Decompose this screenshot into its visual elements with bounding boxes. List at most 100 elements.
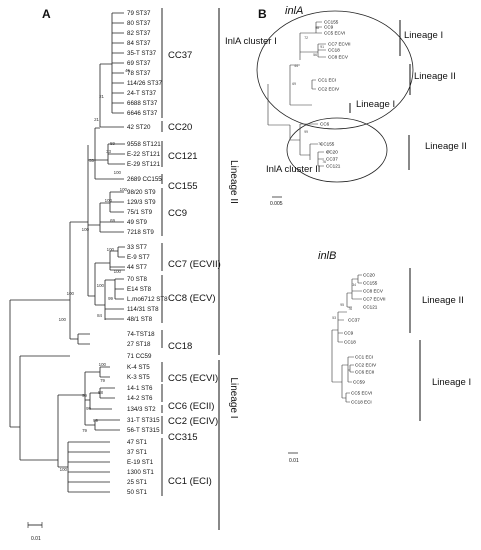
- panel-a-scale-label: 0.01: [31, 536, 41, 542]
- clade-label: CC9: [168, 208, 187, 219]
- inlb-lineage-i-label: Lineage I: [432, 377, 471, 388]
- panel-a-label: A: [42, 7, 51, 21]
- leaf-label: E14 ST8: [127, 286, 152, 293]
- leaf-label: 6646 ST37: [127, 110, 158, 117]
- clade-label: CC315: [168, 432, 198, 443]
- leaf-label: CC20: [363, 273, 375, 278]
- leaf-label: 6688 ST37: [127, 100, 158, 107]
- inla-cluster-i-label: InlA cluster I: [225, 36, 277, 47]
- leaf-label: CC8 ECV: [328, 55, 349, 60]
- panel-a-tree-branches: [9, 12, 125, 493]
- leaf-label: 78 ST37: [127, 70, 151, 77]
- leaf-label: 74-TST18: [127, 331, 155, 338]
- bootstrap-value: 99: [304, 130, 308, 134]
- leaf-label: CC9: [344, 331, 354, 336]
- leaf-label: CC155: [324, 20, 339, 25]
- bootstrap-value: 45: [125, 68, 130, 73]
- clade-label: CC18: [168, 341, 192, 352]
- leaf-label: K-3 ST5: [127, 374, 150, 381]
- panel-a: A 79 ST37 80 ST37 82 ST37 84 ST37 35-T ST37 6…: [9, 7, 239, 542]
- leaf-label: 82 ST37: [127, 30, 151, 37]
- leaf-label: 27 ST18: [127, 341, 151, 348]
- bootstrap-value: 33: [106, 149, 111, 154]
- leaf-label: 79 ST37: [127, 10, 151, 17]
- inla-cluster-i-ellipse: [256, 10, 414, 130]
- lineage-i-label: Lineage I: [228, 377, 239, 418]
- leaf-label: 35-T ST37: [127, 50, 157, 57]
- leaf-label: 48/1 ST8: [127, 316, 153, 323]
- leaf-label: CC7 ECVII: [363, 297, 385, 302]
- leaf-label: 25 ST1: [127, 479, 148, 486]
- leaf-label: 47 ST1: [127, 439, 148, 446]
- inla-scale-label: 0.005: [270, 201, 283, 207]
- leaf-label: CC1 ECI: [355, 355, 373, 360]
- bootstrap-value: 100: [97, 283, 105, 288]
- clade-label: CC7 (ECVII): [168, 259, 221, 270]
- leaf-label: 33 ST7: [127, 244, 148, 251]
- leaf-label: 7218 ST9: [127, 229, 154, 236]
- bootstrap-value: 100: [60, 467, 68, 472]
- bootstrap-value: 99: [93, 418, 98, 423]
- leaf-label: CC59: [353, 380, 365, 385]
- leaf-label: CC20: [326, 150, 338, 155]
- leaf-label: CC121: [326, 164, 341, 169]
- leaf-label: 80 ST37: [127, 20, 151, 27]
- bootstrap-value: 79: [82, 428, 87, 433]
- bootstrap-value: 84: [97, 313, 102, 318]
- leaf-label: 49 ST9: [127, 219, 148, 226]
- bootstrap-value: 98: [315, 26, 319, 30]
- leaf-label: 75/1 ST9: [127, 209, 153, 216]
- bootstrap-value: 100: [114, 269, 122, 274]
- bootstrap-value: 91: [320, 45, 324, 49]
- leaf-label: 129/3 ST9: [127, 199, 156, 206]
- bootstrap-value: 72: [304, 36, 308, 40]
- bootstrap-value: 76: [348, 307, 352, 311]
- inla-cluster-ii-ellipse: [286, 117, 388, 183]
- leaf-label: 84 ST37: [127, 40, 151, 47]
- bootstrap-value: 56: [313, 53, 317, 57]
- clade-label: CC121: [168, 151, 198, 162]
- leaf-label: 98/20 ST9: [127, 189, 156, 196]
- bootstrap-value: 69: [110, 218, 115, 223]
- inla-cluster-ii-label: InlA cluster II: [266, 164, 320, 175]
- leaf-label: 24-T ST37: [127, 90, 157, 97]
- leaf-label: CC5 ECVI: [324, 31, 345, 36]
- leaf-label: 1300 ST1: [127, 469, 154, 476]
- bootstrap-value: 100: [107, 247, 115, 252]
- panel-a-leaf-labels: 79 ST37 80 ST37 82 ST37 84 ST37 35-T ST37 69 …: [127, 10, 168, 496]
- inlb-lineage-ii-label: Lineage II: [422, 295, 464, 306]
- panel-b: B inlA InlA cluster I InlA cluster II CC…: [225, 5, 471, 464]
- clade-label: CC6 (ECII): [168, 401, 214, 412]
- leaf-label: E-29 ST121: [127, 161, 161, 168]
- leaf-label: CC5 ECVI: [351, 391, 372, 396]
- leaf-label: 9558 ST121: [127, 141, 161, 148]
- bootstrap-value: 99: [108, 296, 113, 301]
- bootstrap-value: 34: [352, 283, 356, 287]
- leaf-label: 134/3 ST2: [127, 406, 156, 413]
- leaf-label: 50 ST1: [127, 489, 148, 496]
- bootstrap-value: 55: [89, 158, 94, 163]
- leaf-label: CC2 ECIV: [355, 363, 377, 368]
- clade-label: CC2 (ECIV): [168, 416, 218, 427]
- leaf-label: 14-1 ST6: [127, 385, 153, 392]
- leaf-label: E-22 ST121: [127, 151, 161, 158]
- inlb-title: inlB: [318, 250, 336, 262]
- leaf-label: 42 ST20: [127, 124, 151, 131]
- clade-label: CC37: [168, 50, 192, 61]
- leaf-label: 2689 CC155: [127, 176, 162, 183]
- bootstrap-value: 44: [294, 64, 298, 68]
- leaf-label: 70 ST8: [127, 276, 148, 283]
- leaf-label: 69 ST37: [127, 60, 151, 67]
- inla-lineage-label-4: Lineage II: [425, 141, 467, 152]
- inla-lineage-label-3: Lineage I: [356, 99, 395, 110]
- leaf-label: L.mo6712 ST8: [127, 296, 168, 303]
- leaf-label: 31-T ST315: [127, 417, 160, 424]
- bootstrap-value: 100: [82, 227, 90, 232]
- inlb-tree-branches: [331, 274, 362, 403]
- panel-b-label: B: [258, 7, 267, 21]
- clade-label: CC155: [168, 181, 198, 192]
